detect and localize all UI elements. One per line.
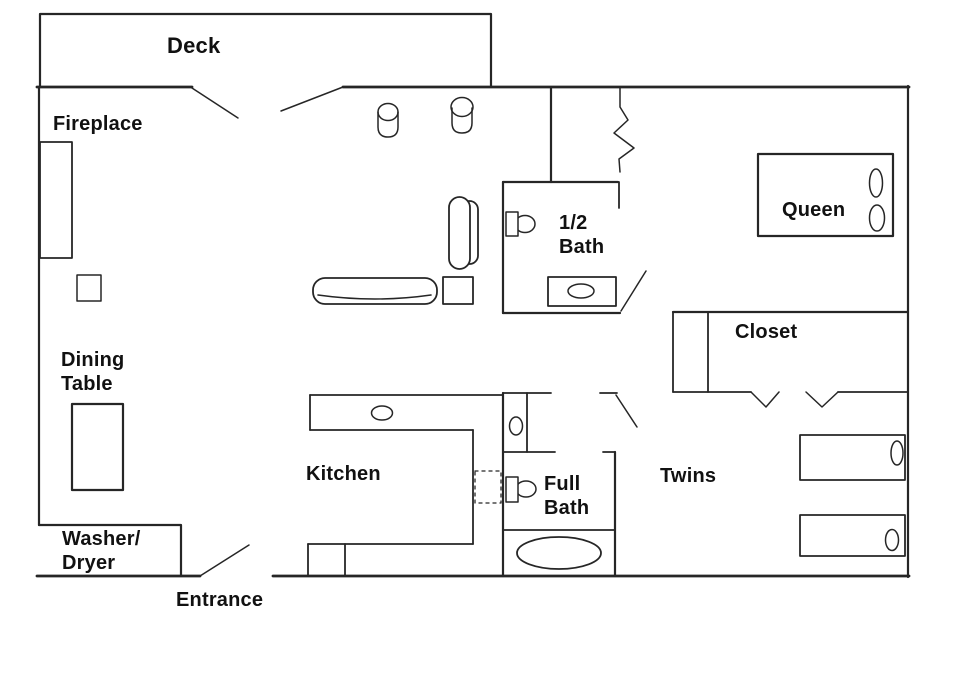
kitchen-sink	[370, 405, 394, 421]
room-label-dining-table: Dining Table	[61, 348, 124, 396]
closet-bifold-door-right	[805, 391, 839, 408]
room-label-washer-line2: Dryer	[62, 552, 116, 574]
deck-door-right-leaf	[280, 86, 344, 112]
full-bath-vanity-sink	[508, 416, 524, 436]
dishwasher	[474, 470, 502, 504]
queen-pillow-2	[868, 204, 886, 232]
bar-stool-1-seat	[377, 102, 399, 122]
deck-door-left-leaf	[191, 87, 239, 119]
queen-pillow-1	[868, 168, 884, 198]
room-label-half-bath-line2: Bath	[559, 236, 605, 258]
twin-bed-2-pillow	[884, 528, 900, 552]
half-bath-vanity-sink	[567, 283, 595, 299]
twin-bed-1-pillow	[890, 440, 904, 466]
room-label-twins: Twins	[660, 465, 717, 487]
room-label-closet: Closet	[735, 321, 798, 343]
twins-door-leaf	[615, 394, 638, 428]
room-label-queen: Queen	[782, 199, 846, 221]
twin-bed-1	[799, 434, 906, 481]
bar-stool-2-seat	[450, 96, 474, 118]
sofa	[312, 277, 438, 305]
side-table	[442, 276, 474, 305]
half-bath-toilet-tank	[505, 211, 519, 237]
small-table	[76, 274, 102, 302]
loveseat	[448, 196, 471, 270]
washer-dryer-room	[37, 523, 183, 578]
room-label-washer-line1: Washer/	[62, 528, 141, 550]
fireplace	[39, 141, 73, 259]
room-label-washer-dryer: Washer/ Dryer	[62, 527, 140, 575]
room-label-deck: Deck	[167, 33, 221, 58]
half-bath-vanity	[547, 276, 617, 307]
deck-outline	[38, 12, 493, 89]
room-label-fireplace: Fireplace	[53, 113, 143, 135]
queen-room-door-leaf	[620, 270, 647, 312]
room-label-kitchen: Kitchen	[306, 463, 381, 485]
sofa-seat-line	[317, 294, 432, 300]
room-label-full-bath: Full Bath	[544, 472, 589, 520]
room-label-dining-line1: Dining	[61, 349, 125, 371]
bar-stool-2	[451, 107, 473, 134]
stair-break-zigzag	[613, 87, 635, 173]
closet-bifold-door-left	[750, 391, 780, 408]
entrance-door-leaf	[199, 544, 250, 577]
room-label-dining-line2: Table	[61, 373, 113, 395]
room-label-half-bath: 1/2 Bath	[559, 211, 604, 259]
room-label-full-bath-line2: Bath	[544, 497, 590, 519]
twin-bed-2	[799, 514, 906, 557]
bar-stool-1	[377, 111, 399, 138]
queen-bed	[756, 152, 895, 238]
dining-table	[70, 402, 125, 492]
full-bath-toilet-bowl	[515, 480, 537, 498]
room-label-full-bath-line1: Full	[544, 473, 581, 495]
bathtub	[516, 536, 602, 570]
room-label-entrance: Entrance	[176, 589, 264, 611]
room-label-half-bath-line1: 1/2	[559, 212, 588, 234]
full-bath-toilet-tank	[505, 476, 519, 503]
